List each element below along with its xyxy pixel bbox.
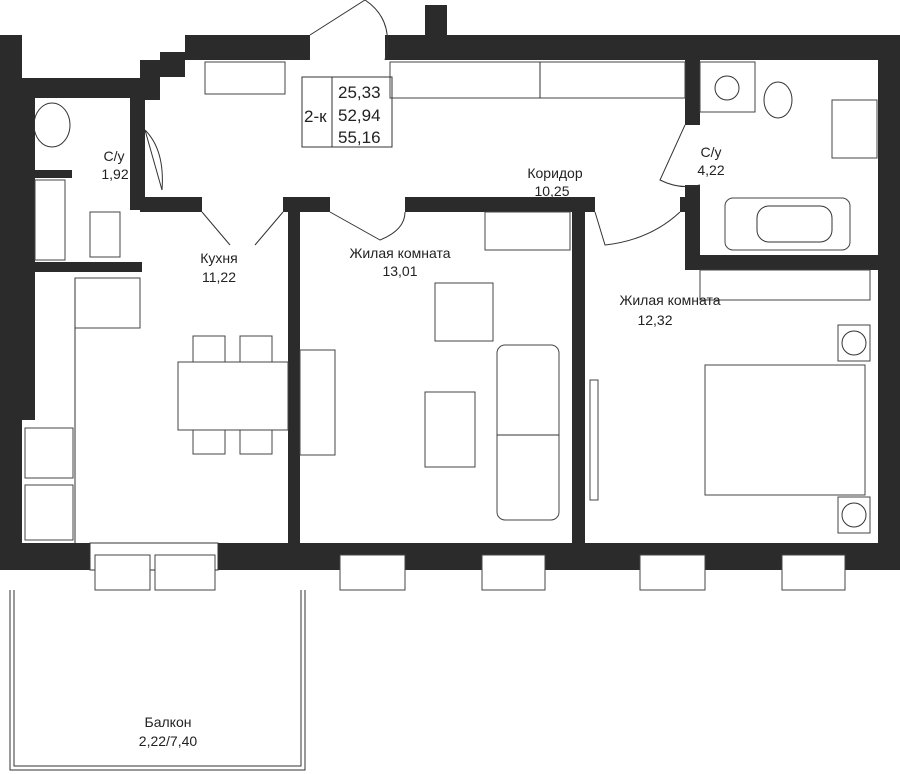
room-area: 4,22 <box>697 162 724 178</box>
room-labels: С/у 1,92 Кухня 11,22 Жилая комната 13,01… <box>101 144 724 749</box>
room-name: Жилая комната <box>619 292 720 308</box>
area-living: 25,33 <box>338 83 381 102</box>
area-total: 52,94 <box>338 106 381 125</box>
balcony <box>9 590 306 771</box>
room-name: С/у <box>701 144 722 160</box>
room-area: 13,01 <box>382 263 417 279</box>
room-name: Жилая комната <box>349 245 450 261</box>
apartment-type: 2-к <box>304 107 327 126</box>
room-name: Коридор <box>527 165 583 181</box>
room-name: С/у <box>104 148 125 164</box>
doors <box>144 0 701 246</box>
room-name: Балкон <box>145 714 192 730</box>
room-area: 11,22 <box>202 269 236 285</box>
room-area: 2,22/7,40 <box>139 733 198 749</box>
walls <box>0 5 900 570</box>
room-area: 12,32 <box>637 312 672 328</box>
room-name: Кухня <box>200 250 237 266</box>
windows <box>89 542 846 591</box>
apartment-info-box: 2-к 25,33 52,94 55,16 <box>301 76 393 148</box>
area-with-balcony: 55,16 <box>338 128 381 147</box>
room-area: 1,92 <box>101 166 128 182</box>
furniture <box>24 61 878 543</box>
room-area: 10,25 <box>534 183 569 199</box>
